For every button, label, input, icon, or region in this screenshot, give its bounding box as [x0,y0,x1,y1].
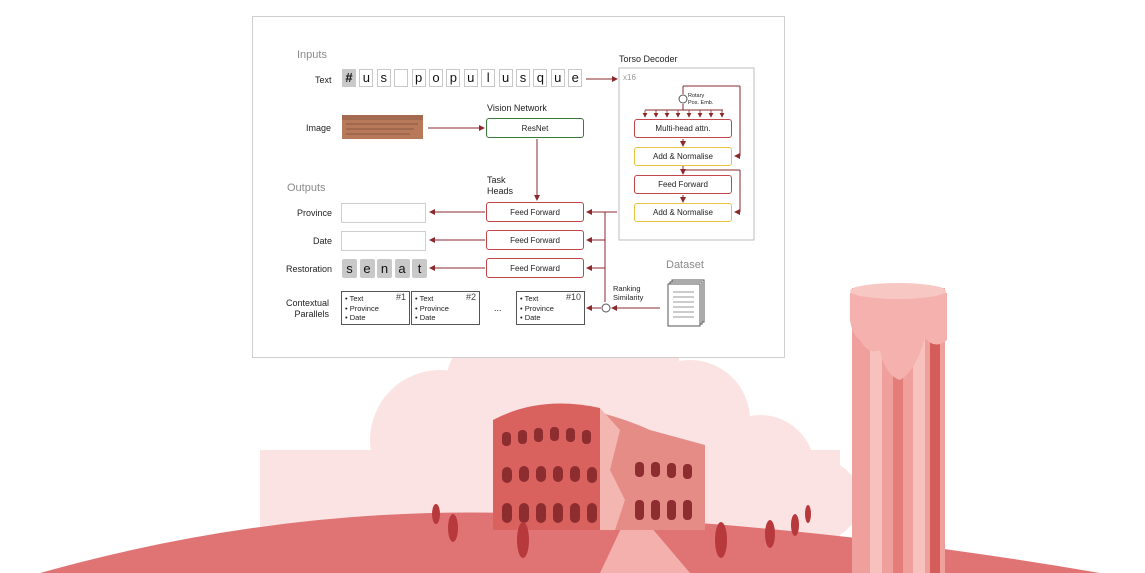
outputs-heading: Outputs [287,182,326,194]
ranking-node [601,303,611,313]
torso-add-normalise-1: Add & Normalise [634,147,732,166]
parallel-card-item: • Province [520,303,554,313]
parallel-card: #10 • Text• Province• Date [516,291,585,325]
vision-network-title: Vision Network [487,103,547,113]
restoration-token: e [359,259,375,278]
parallel-card-item: • Text [345,294,364,303]
parallel-card-item: • Text [415,294,434,303]
text-token: p [411,69,426,87]
ranking-similarity-label: Ranking Similarity [613,284,644,302]
task-head-date: Feed Forward [486,230,584,250]
parallel-card: #1 • Text• Province• Date [341,291,410,325]
resnet-box: ResNet [486,118,584,138]
torso-frame [618,67,755,241]
task-head-restoration: Feed Forward [486,258,584,278]
rotary-label: Rotary Pos. Emb. [688,93,714,106]
torso-add-normalise-2: Add & Normalise [634,203,732,222]
restoration-token: n [377,259,392,278]
parallel-card-rank: #1 [395,292,406,302]
date-output-box [341,231,426,251]
dataset-documents-icon [667,279,705,327]
dataset-heading: Dataset [666,259,704,271]
parallel-card-rank: #10 [565,292,581,302]
parallel-card-item: • Province [415,303,449,313]
torso-feed-forward: Feed Forward [634,175,732,194]
task-head-province: Feed Forward [486,202,584,222]
restoration-output-label: Restoration [285,264,332,274]
restoration-token: s [342,259,357,278]
text-token: # [342,69,356,87]
text-token: p [446,69,461,87]
text-input-label: Text [315,75,332,85]
province-output-label: Province [296,208,332,218]
text-token: u [550,69,565,87]
text-token: e [568,69,583,87]
inscription-image [342,115,423,139]
text-token: s [376,69,391,87]
rotary-node [678,94,688,104]
text-token: u [498,69,513,87]
parallel-card-rank: #2 [465,292,476,302]
parallel-card: #2 • Text• Province• Date [411,291,480,325]
torso-repeat-count: x16 [623,73,636,82]
parallel-card-item: • Date [415,313,436,322]
province-output-box [341,203,426,223]
text-token: u [463,69,478,87]
inputs-heading: Inputs [297,49,327,61]
restoration-token: t [412,259,427,278]
task-heads-title: Task Heads [487,175,514,196]
restoration-token: a [394,259,410,278]
text-token: l [481,69,496,87]
parallel-card-item: • Province [345,303,379,313]
cards-ellipsis: ... [494,303,502,313]
parallel-card-item: • Date [520,313,541,322]
date-output-label: Date [312,236,332,246]
parallel-card-item: • Date [345,313,366,322]
text-token: u [359,69,374,87]
text-token [394,69,409,87]
torso-decoder-title: Torso Decoder [619,54,678,64]
torso-multihead-attn: Multi-head attn. [634,119,732,138]
text-token: q [533,69,548,87]
text-token: s [516,69,530,87]
parallel-card-item: • Text [520,294,539,303]
image-input-label: Image [306,123,332,133]
text-token: o [429,69,443,87]
contextual-parallels-label: Contextual Parallels [285,298,329,319]
